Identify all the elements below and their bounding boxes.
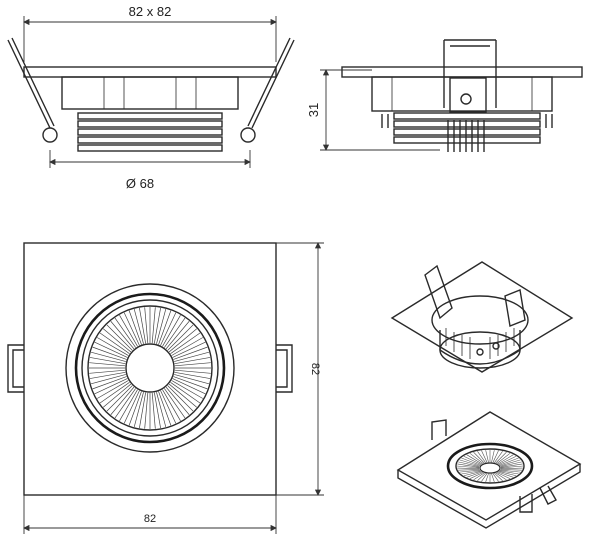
plan-width-label: 82 <box>144 513 156 525</box>
plan-height-label: 82 <box>309 363 321 375</box>
side-view: 31 <box>306 39 583 152</box>
iso-heatsink <box>439 331 521 369</box>
bracket <box>443 39 497 108</box>
front-view: 82 x 82 Ø 68 <box>7 4 295 191</box>
heatsink-fins <box>77 112 223 152</box>
side-flange <box>341 66 583 78</box>
iso-trim-back <box>390 261 574 373</box>
reflector <box>87 305 213 431</box>
reflector-ribs <box>89 307 211 429</box>
height-label: 31 <box>306 103 321 117</box>
iso-reflector-ribs <box>456 450 524 482</box>
plan-view: 82 82 <box>7 242 324 534</box>
lamp-body <box>61 76 239 110</box>
iso-bezel <box>446 442 534 490</box>
right-clip <box>276 344 293 393</box>
right-spring <box>247 37 295 129</box>
outer-ring <box>65 283 235 453</box>
led-lens <box>125 343 175 393</box>
iso-spring <box>424 264 453 320</box>
isometric-back-view <box>390 261 574 373</box>
iso-clip-top <box>431 419 447 440</box>
top-width-label: 82 x 82 <box>129 4 172 19</box>
left-spring <box>7 37 55 129</box>
pivot-screw <box>460 93 472 105</box>
square-trim <box>23 242 277 496</box>
flange <box>23 66 277 78</box>
side-body <box>371 76 553 112</box>
side-heatsink-fins <box>393 112 541 144</box>
diameter-label: Ø 68 <box>126 176 154 191</box>
isometric-front-view <box>396 411 582 529</box>
left-clip <box>7 344 24 393</box>
